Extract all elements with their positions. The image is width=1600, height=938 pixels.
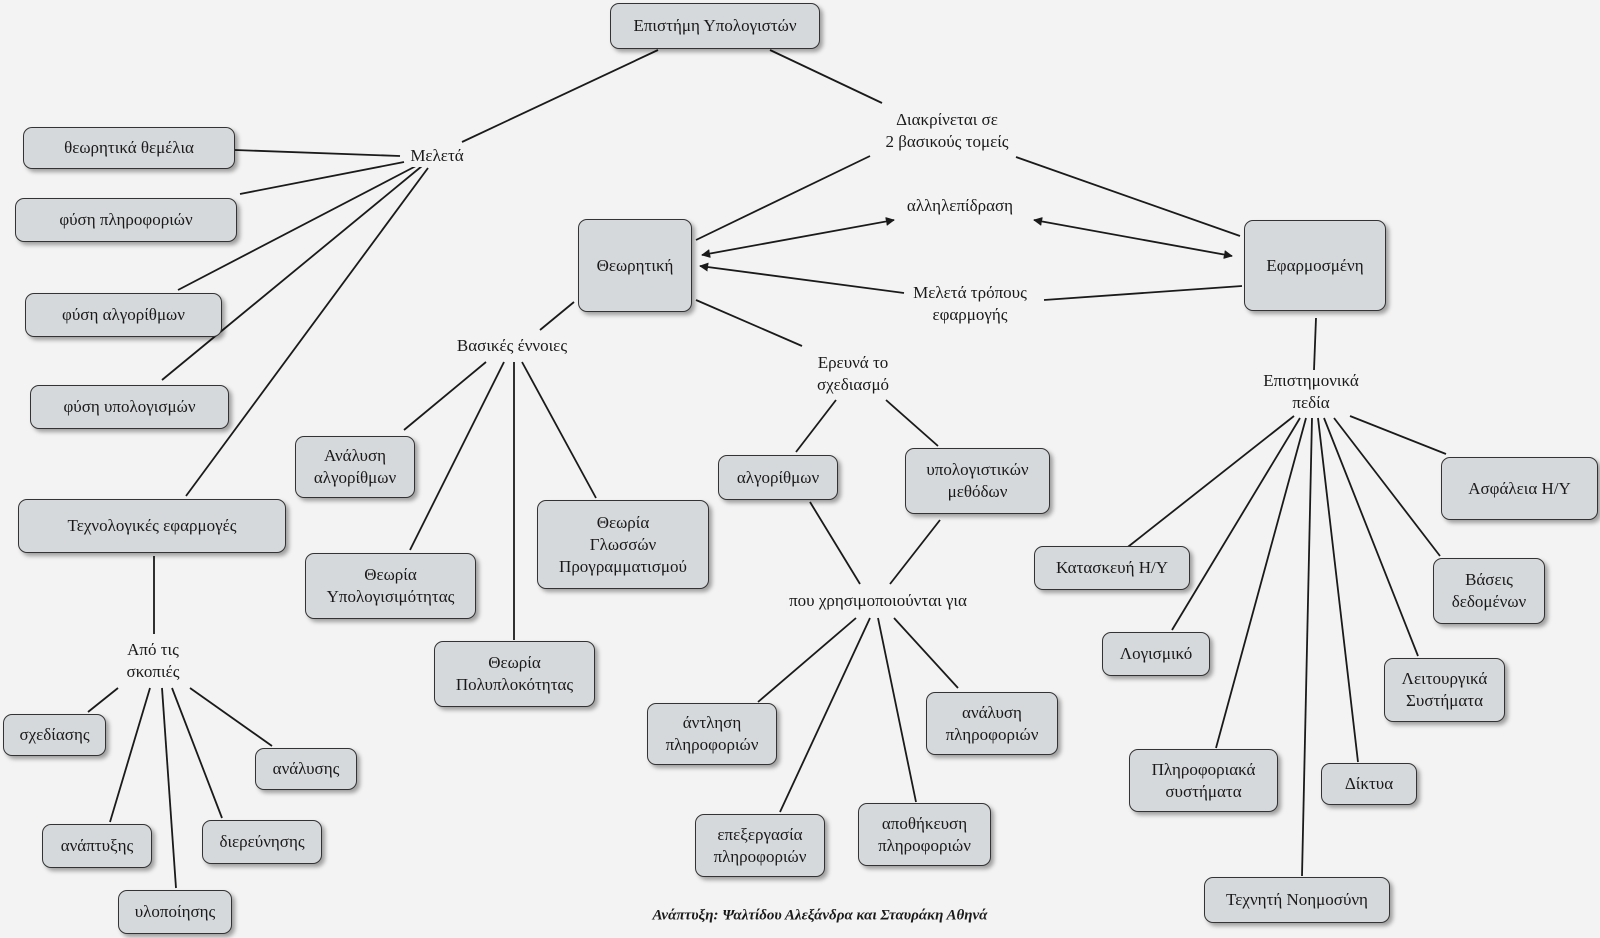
- node-algorithms[interactable]: αλγορίθμων: [718, 455, 838, 500]
- node-prog-languages[interactable]: Θεωρία Γλωσσών Προγραμματισμού: [537, 500, 709, 589]
- node-info-analysis[interactable]: ανάλυση πληροφοριών: [926, 692, 1058, 755]
- edge-algorithms-usedfor: [809, 501, 861, 585]
- edge-divided-theoretical: [695, 155, 871, 241]
- label-researches-design: Ερευνά το σχεδιασμό: [813, 352, 893, 396]
- node-tech-apps[interactable]: Τεχνολογικές εφαρμογές: [18, 499, 286, 553]
- study-application-arrow: [699, 262, 905, 294]
- edge-study-comp: [161, 165, 423, 381]
- edge-usedfor-analysis: [893, 617, 959, 689]
- label-study: Μελετά: [407, 145, 467, 167]
- node-info-retrieval[interactable]: άντληση πληροφοριών: [647, 703, 777, 765]
- node-software[interactable]: Λογισμικό: [1102, 632, 1210, 676]
- label-from-perspectives: Από τις σκοπιές: [123, 639, 183, 683]
- edge-research-algorithms: [795, 399, 837, 453]
- node-hardware[interactable]: Κατασκευή Η/Υ: [1034, 546, 1190, 590]
- node-info-systems[interactable]: Πληροφοριακά συστήματα: [1129, 749, 1278, 812]
- edge-concepts-computability: [409, 361, 505, 551]
- node-comp-methods[interactable]: υπολογιστικών μεθόδων: [905, 448, 1050, 514]
- edge-fields-networks: [1317, 417, 1359, 763]
- edge-fields-infosystems: [1215, 417, 1307, 749]
- edge-fields-software: [1171, 417, 1301, 631]
- edge-root-divided: [769, 49, 883, 104]
- label-divided: Διακρίνεται σε 2 βασικούς τομείς: [882, 109, 1012, 153]
- label-interaction: αλληλεπίδραση: [903, 195, 1017, 217]
- edge-fields-os: [1323, 417, 1419, 657]
- edge-concepts-algoanalysis: [403, 361, 487, 431]
- edge-fields-security: [1349, 415, 1447, 455]
- node-design[interactable]: σχεδίασης: [3, 714, 106, 756]
- edge-applied-fields: [1313, 317, 1317, 371]
- edge-research-methods: [885, 399, 939, 447]
- node-networks[interactable]: Δίκτυα: [1321, 763, 1417, 805]
- edge-perspectives-development: [109, 687, 151, 823]
- node-analysis[interactable]: ανάλυσης: [255, 748, 357, 790]
- edge-usedfor-storage: [877, 617, 917, 803]
- edge-methods-usedfor: [889, 519, 941, 585]
- label-scientific-fields: Επιστημονικά πεδία: [1260, 370, 1362, 414]
- node-ai[interactable]: Τεχνητή Νοημοσύνη: [1204, 877, 1390, 923]
- node-operating-systems[interactable]: Λειτουργικά Συστήματα: [1384, 658, 1505, 722]
- edge-perspectives-investigation: [171, 687, 223, 819]
- edge-study-tech: [185, 167, 429, 497]
- edge-theoretical-concepts: [539, 301, 575, 331]
- root-node[interactable]: Επιστήμη Υπολογιστών: [610, 3, 820, 49]
- edge-usedfor-retrieval: [757, 617, 857, 703]
- node-theoretical-foundations[interactable]: θεωρητικά θεμέλια: [23, 127, 235, 169]
- edge-fields-ai: [1301, 417, 1313, 877]
- edge-perspectives-design: [87, 687, 119, 713]
- credit-text: Ανάπτυξη: Ψαλτίδου Αλεξάνδρα και Σταυράκ…: [652, 907, 988, 924]
- node-applied[interactable]: Εφαρμοσμένη: [1244, 220, 1386, 311]
- edge-perspectives-analysis: [189, 687, 273, 747]
- node-info-nature[interactable]: φύση πληροφοριών: [15, 198, 237, 242]
- node-comp-nature[interactable]: φύση υπολογισμών: [30, 385, 229, 429]
- edge-root-study: [461, 49, 659, 143]
- node-security[interactable]: Ασφάλεια Η/Υ: [1441, 457, 1598, 520]
- interaction-arrow-left: [701, 217, 895, 258]
- edge-theoretical-research: [695, 299, 803, 347]
- node-implementation[interactable]: υλοποίησης: [118, 890, 232, 934]
- node-investigation[interactable]: διερεύνησης: [202, 820, 322, 864]
- edge-usedfor-processing: [779, 617, 871, 813]
- edge-fields-hardware: [1123, 415, 1295, 551]
- edge-fields-databases: [1333, 417, 1441, 557]
- node-databases[interactable]: Βάσεις δεδομένων: [1433, 558, 1545, 624]
- node-algo-nature[interactable]: φύση αλγορίθμων: [25, 293, 222, 337]
- edge-study-algo: [177, 165, 417, 291]
- node-development[interactable]: ανάπτυξης: [42, 824, 152, 868]
- edge-study-info: [239, 161, 405, 195]
- label-basic-concepts: Βασικές έννοιες: [453, 335, 571, 357]
- node-complexity[interactable]: Θεωρία Πολυπλοκότητας: [434, 641, 595, 707]
- edge-divided-applied: [1015, 156, 1241, 237]
- study-application-line: [1043, 285, 1243, 301]
- label-study-application: Μελετά τρόπους εφαρμογής: [910, 282, 1030, 326]
- interaction-arrow-right: [1033, 217, 1233, 259]
- edge-study-foundations: [234, 149, 401, 157]
- edge-perspectives-implementation: [161, 687, 177, 889]
- label-used-for: που χρησιμοποιούνται για: [786, 590, 970, 612]
- edge-concepts-languages: [521, 361, 597, 499]
- node-algo-analysis[interactable]: Ανάλυση αλγορίθμων: [295, 436, 415, 498]
- node-theoretical[interactable]: Θεωρητική: [578, 219, 692, 312]
- node-computability[interactable]: Θεωρία Υπολογισιμότητας: [305, 553, 476, 619]
- node-info-processing[interactable]: επεξεργασία πληροφοριών: [695, 814, 825, 877]
- node-info-storage[interactable]: αποθήκευση πληροφοριών: [858, 803, 991, 866]
